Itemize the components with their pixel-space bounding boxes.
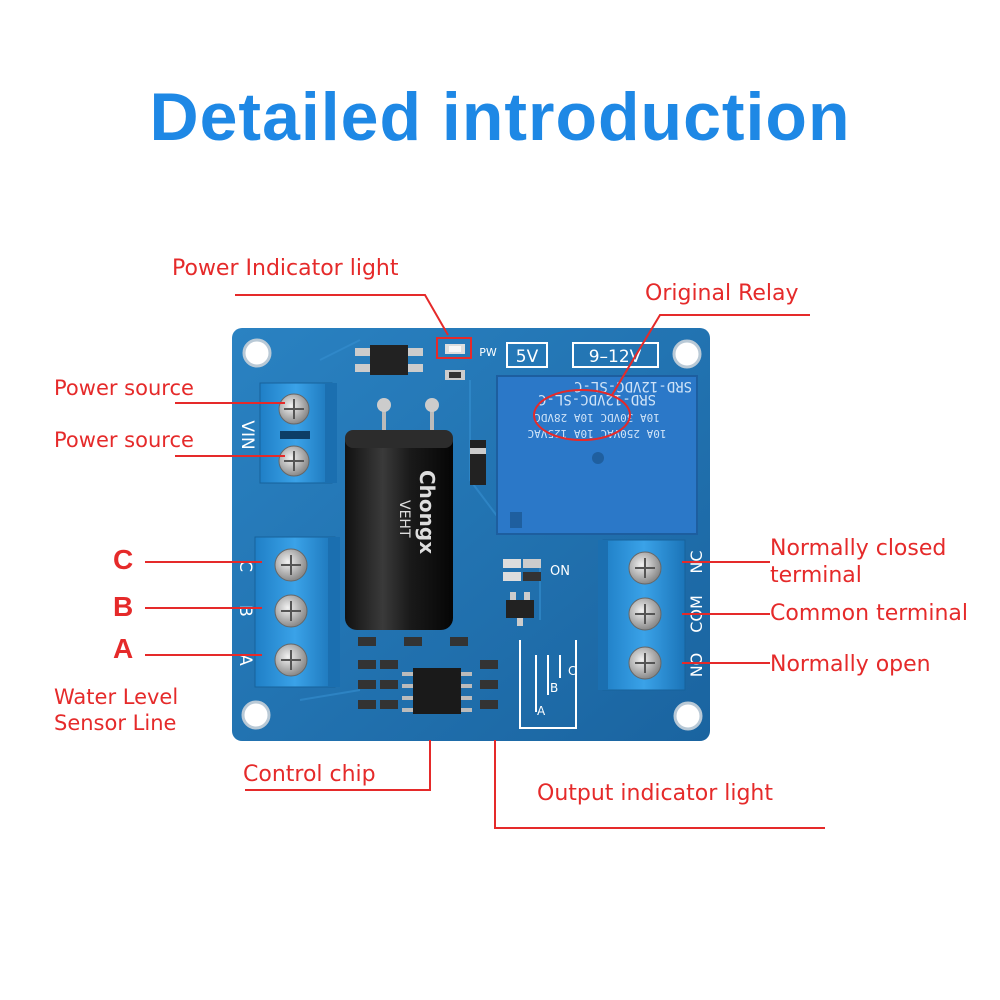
bridge-rectifier xyxy=(355,345,423,375)
label-normally-open: Normally open xyxy=(770,652,931,677)
label-c: C xyxy=(113,544,134,575)
normally-closed-line-1: Normally closed xyxy=(770,536,947,561)
output-terminal-block xyxy=(598,539,686,691)
label-a: A xyxy=(113,633,134,664)
water-level-line-2: Sensor Line xyxy=(54,711,177,736)
vin-label: VIN xyxy=(237,420,257,449)
svg-text:9–12V: 9–12V xyxy=(589,347,642,367)
transistor xyxy=(506,592,534,626)
callout-lines xyxy=(145,294,825,829)
callout-output-indicator xyxy=(494,740,825,829)
page-title: Detailed introduction xyxy=(149,79,851,155)
normally-closed-line-2: terminal xyxy=(770,562,862,588)
vin-terminal-block xyxy=(259,382,337,484)
terminal-c-label: C xyxy=(235,560,255,572)
water-level-symbol xyxy=(519,640,577,729)
mounting-hole xyxy=(672,339,702,369)
label-water-level-sensor-line: Water Level Sensor Line xyxy=(54,684,178,737)
label-power-source-2: Power source xyxy=(54,428,194,452)
svg-text:10A 30VDC 10A 28VDC: 10A 30VDC 10A 28VDC xyxy=(534,411,660,424)
silk-a: A xyxy=(537,704,546,718)
svg-text:SRD-12VDC-SL-C: SRD-12VDC-SL-C xyxy=(538,391,656,407)
mounting-hole xyxy=(673,701,703,731)
control-chip xyxy=(402,668,472,714)
voltage-label-9-12v: 9–12V xyxy=(572,342,659,368)
output-led xyxy=(503,559,541,581)
label-power-indicator: Power Indicator light xyxy=(172,256,399,281)
label-common-terminal: Common terminal xyxy=(770,601,968,626)
label-power-source-1: Power source xyxy=(54,376,194,400)
smd-components xyxy=(358,637,498,709)
callout-power-indicator xyxy=(235,294,449,336)
terminal-b-label: B xyxy=(235,605,255,617)
label-output-indicator: Output indicator light xyxy=(537,781,774,806)
sensor-terminal-block xyxy=(254,536,340,688)
no-label: NO xyxy=(687,653,706,678)
mounting-hole xyxy=(241,700,271,730)
power-led xyxy=(445,344,465,380)
svg-text:5V: 5V xyxy=(516,347,539,367)
on-label: ON xyxy=(550,564,570,579)
label-b: B xyxy=(113,591,134,622)
svg-text:Chongx: Chongx xyxy=(415,470,439,554)
label-control-chip: Control chip xyxy=(243,762,376,787)
label-original-relay: Original Relay xyxy=(645,281,799,306)
pw-label: PW xyxy=(479,346,497,359)
callout-control-chip xyxy=(245,740,431,791)
svg-text:SRD-12VDC-SL-C: SRD-12VDC-SL-C xyxy=(574,378,692,394)
diode xyxy=(470,440,486,485)
voltage-label-5v: 5V xyxy=(506,342,548,368)
terminal-a-label: A xyxy=(235,654,255,666)
callout-relay xyxy=(611,314,810,396)
silk-b: B xyxy=(550,681,558,695)
mounting-hole xyxy=(242,338,272,368)
electrolytic-capacitor: Chongx VEHT xyxy=(345,398,453,630)
svg-text:VEHT: VEHT xyxy=(396,500,412,538)
svg-text:10A 250VAC 10A 125VAC: 10A 250VAC 10A 125VAC xyxy=(527,427,666,440)
silk-c: C xyxy=(568,664,576,678)
label-normally-closed: Normally closed terminal xyxy=(770,536,946,590)
water-level-line-1: Water Level xyxy=(54,685,179,709)
